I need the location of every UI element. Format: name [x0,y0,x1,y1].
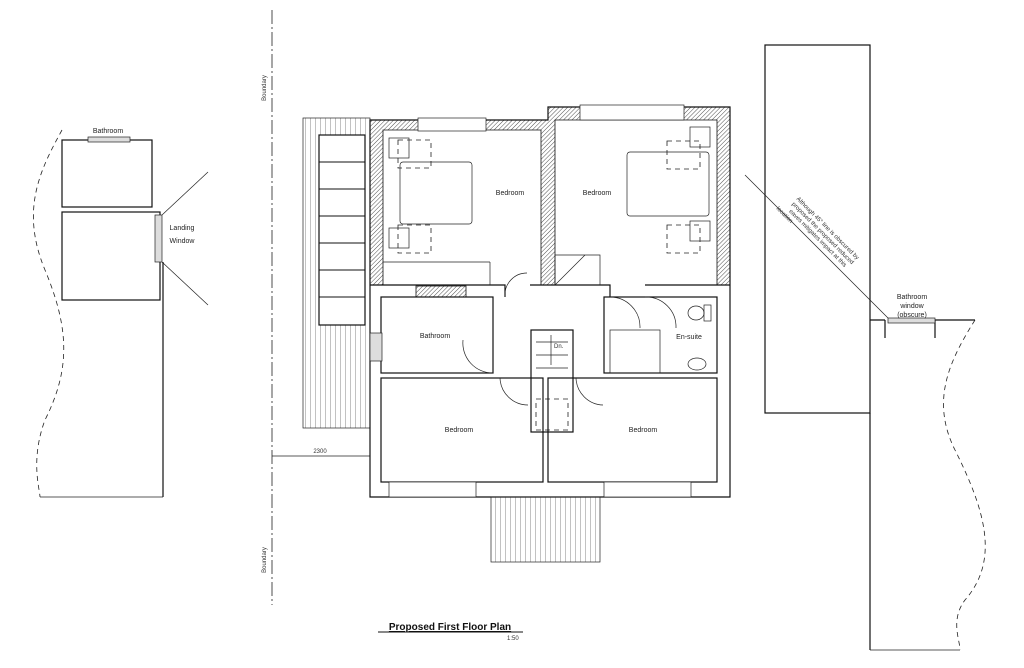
main-house: Dn. Bedroom Bedro [369,104,731,498]
chimney-breast [415,285,467,298]
doors [462,254,677,406]
left-neighbour-boundary [33,129,65,498]
top-right-window [579,104,685,121]
bathroom-window [369,332,383,362]
staircase [530,329,574,433]
room-label-bedroom-3: Bedroom [445,427,474,434]
left-neighbour-property: Bathroom Landing Window [33,128,209,498]
toilet [687,305,705,321]
left-bathroom-label: Bathroom [93,128,124,135]
room-label-bedroom-1: Bedroom [496,190,525,197]
wash-basin [687,357,707,371]
landing-window [154,214,163,263]
front-steps [490,496,601,563]
left-neighbour-bathroom [61,139,153,208]
right-neighbour-building [764,44,871,414]
room-label-bathroom: Bathroom [420,333,451,340]
boundary-line: Boundary Boundary 2300 [262,10,370,605]
landing-window-label-2: Window [170,238,196,245]
boundary-label-top: Boundary [262,75,268,101]
stair-down-label: Dn. [554,344,564,350]
room-label-bedroom-2: Bedroom [583,190,612,197]
bed-left [388,137,473,254]
svg-text:proposed the proposed reduced: proposed the proposed reduced [790,202,854,266]
shower-tray [609,329,661,374]
room-label-ensuite: En-suite [676,334,702,341]
drawing-title: Proposed First Floor Plan [389,622,511,633]
bathroom-window-label-1: Bathroom [897,294,928,301]
side-terrace [302,117,371,429]
45-degree-line [744,174,891,321]
right-neighbour-property: Bathroom window (obscure) Although 45° l… [744,44,986,651]
front-window-left [388,481,477,498]
boundary-label-bottom: Boundary [262,547,268,573]
obscure-bathroom-window [887,317,936,324]
right-neighbour-boundary [943,319,986,651]
rooflight-panels [318,134,366,326]
eaves-note: Although 45° line is obscured by propose… [775,196,860,268]
bathroom-window-label-3: (obscure) [897,312,927,319]
dimension-label: 2300 [313,449,327,455]
front-window-right [603,481,692,498]
bed-right [626,126,711,254]
left-neighbour-landing [61,211,161,301]
top-left-window [417,117,487,132]
room-label-bedroom-4: Bedroom [629,427,658,434]
landing-window-label-1: Landing [170,225,195,232]
drawing-scale: 1:50 [507,636,519,642]
left-bathroom-window [87,136,131,143]
bathroom-window-label-2: window [899,303,924,310]
